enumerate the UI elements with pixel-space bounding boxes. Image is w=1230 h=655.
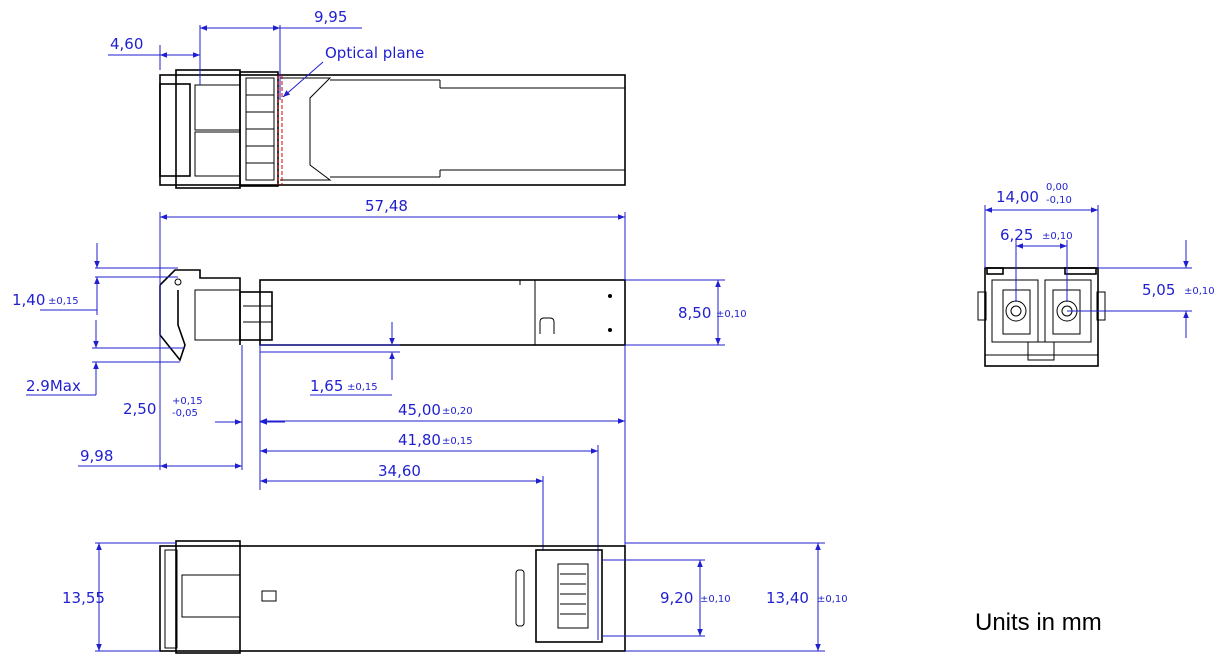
dimension-tol-9-20: ±0,10 — [700, 594, 731, 605]
top-view: 4,60 9,95 Optical plane — [108, 8, 626, 189]
dimension-label-6-25: 6,25 — [1000, 226, 1033, 244]
dimension-label-34-60: 34,60 — [378, 462, 421, 480]
optical-plane-callout: Optical plane — [325, 44, 424, 62]
dimension-label-4-60: 4,60 — [110, 35, 143, 53]
dimension-label-45-00: 45,00 — [398, 401, 441, 419]
top-view-outline — [159, 69, 626, 189]
dimension-label-9-20: 9,20 — [660, 589, 693, 607]
dimension-label-5-05: 5,05 — [1142, 281, 1175, 299]
dimension-tol-2-50-upper: +0,15 — [172, 396, 203, 407]
dimension-tol-2-50-lower: -0,05 — [172, 408, 198, 419]
dimension-label-1-65: 1,65 — [310, 377, 343, 395]
bottom-view: 13,55 9,20 ±0,10 13,40 ±0,10 — [62, 540, 848, 654]
dimension-label-9-95: 9,95 — [314, 8, 347, 26]
dimension-tol-14-00-upper: 0,00 — [1046, 182, 1068, 193]
dimension-tol-8-50: ±0,10 — [716, 309, 747, 320]
dimension-label-2-50: 2,50 — [123, 400, 156, 418]
dimension-label-13-55: 13,55 — [62, 589, 105, 607]
units-note: Units in mm — [975, 609, 1102, 636]
dimension-label-9-98: 9,98 — [80, 447, 113, 465]
dimension-34-60 — [260, 476, 544, 550]
side-view: 57,48 8,50 ±0,10 1,40 ±0,15 2.9Max — [12, 197, 747, 650]
dimension-label-2-9-max: 2.9Max — [26, 377, 81, 395]
dimension-tol-5-05: ±0,10 — [1184, 286, 1215, 297]
dimension-label-1-40: 1,40 — [12, 291, 45, 309]
dimension-label-13-40: 13,40 — [766, 589, 809, 607]
dimension-tol-14-00-lower: -0,10 — [1046, 195, 1072, 206]
dimension-13-55 — [95, 542, 176, 652]
dimension-57-48 — [159, 212, 626, 470]
dimension-label-8-50: 8,50 — [678, 304, 711, 322]
dimension-41-80 — [260, 445, 599, 640]
dimension-6-25 — [1015, 240, 1068, 302]
dimension-tol-13-40: ±0,10 — [817, 594, 848, 605]
dimension-tol-1-65: ±0,15 — [347, 382, 378, 393]
dimension-2-9-max — [26, 320, 185, 396]
optical-plane-leader — [282, 61, 324, 98]
bottom-view-outline — [159, 540, 626, 654]
dimension-13-40 — [625, 542, 825, 652]
dimension-1-40 — [40, 243, 178, 315]
dimension-14-00 — [984, 205, 1099, 268]
side-view-outline — [159, 269, 626, 362]
dimension-1-65 — [260, 322, 400, 396]
front-view: 14,00 0,00 -0,10 6,25 ±0,10 5,05 ±0,10 — [977, 182, 1215, 367]
dimension-5-05 — [1067, 240, 1192, 338]
dimension-label-57-48: 57,48 — [365, 197, 408, 215]
dimension-label-14-00: 14,00 — [996, 188, 1039, 206]
dimension-2-50 — [215, 345, 285, 490]
dimension-label-41-80: 41,80 — [398, 431, 441, 449]
dimension-tol-1-40: ±0,15 — [48, 296, 79, 307]
dimension-8-50 — [625, 279, 725, 346]
dimension-tol-45-00: ±0,20 — [442, 406, 473, 417]
dimension-9-20 — [602, 559, 705, 637]
dimension-tol-6-25: ±0,10 — [1042, 231, 1073, 242]
dimension-9-95 — [200, 25, 362, 100]
dimension-tol-41-80: ±0,15 — [442, 436, 473, 447]
front-view-outline — [977, 267, 1106, 367]
dimension-4-60 — [108, 25, 201, 85]
